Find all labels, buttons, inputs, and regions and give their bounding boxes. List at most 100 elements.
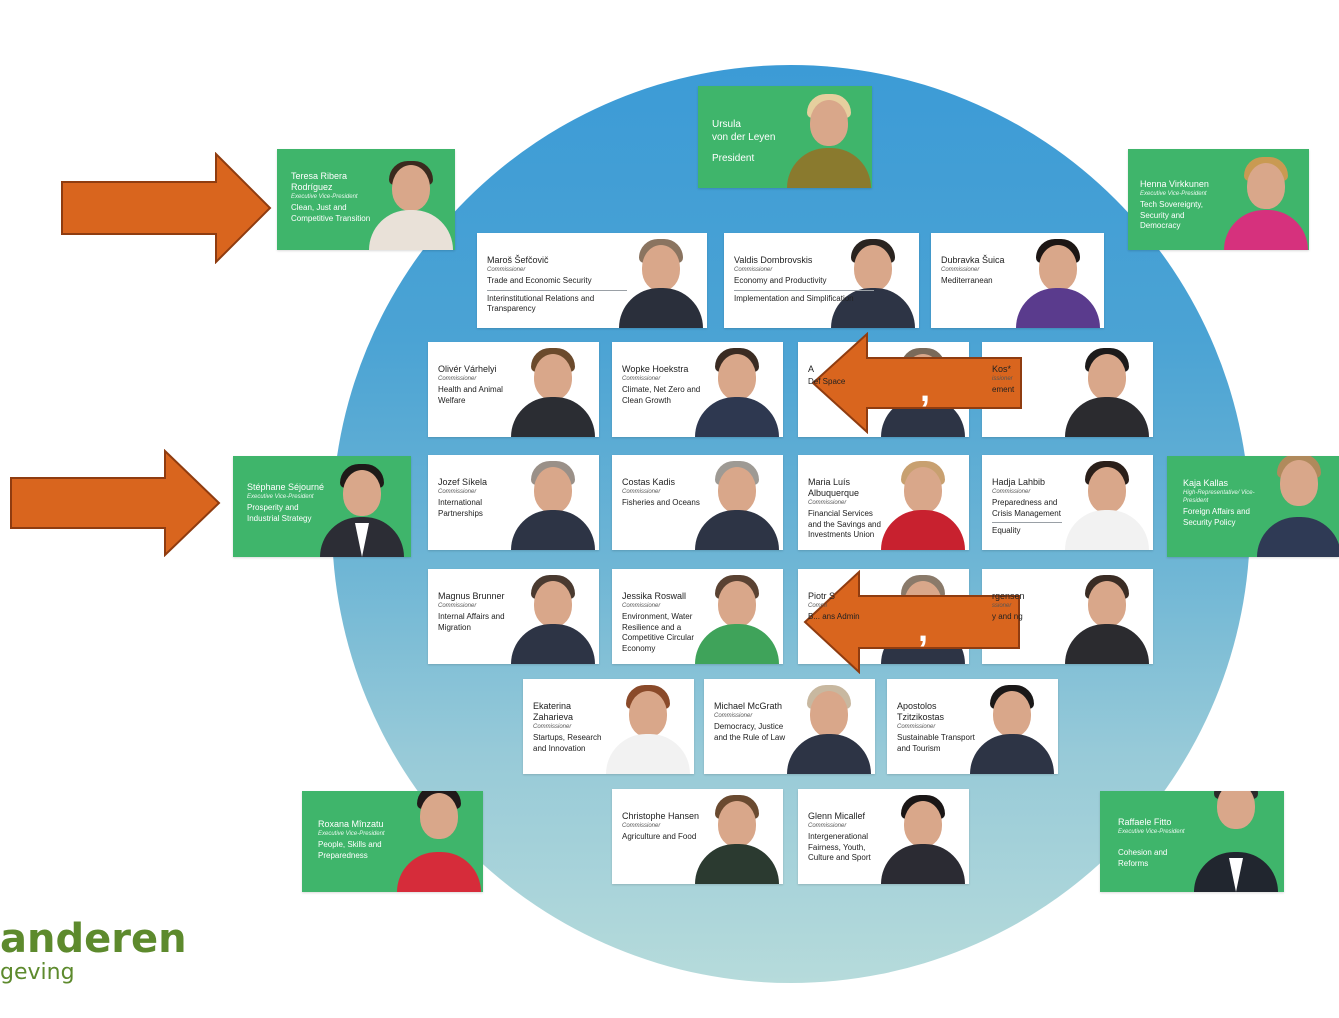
commissioner-portfolio: B... ans Admin — [808, 612, 860, 621]
evp-role: Executive Vice-President — [318, 831, 385, 837]
commissioner-portfolio: ement — [992, 385, 1015, 394]
card-evp-sejourne: Stéphane Séjourné Executive Vice-Preside… — [233, 456, 411, 557]
commissioner-portfolio: Intergenerational Fairness, Youth, Cultu… — [808, 832, 871, 862]
commissioner-role: issioner — [992, 376, 1013, 382]
commissioner-role: Commissioner — [533, 724, 572, 730]
evp-name: Stéphane Séjourné — [247, 482, 325, 492]
evp-portfolio: Prosperity and Industrial Strategy — [247, 503, 312, 523]
commissioner-photo — [1016, 233, 1100, 328]
evp-photo — [1188, 791, 1284, 892]
commissioner-photo — [619, 233, 703, 328]
commissioner-portfolio: Internal Affairs and Migration — [438, 612, 505, 632]
commissioner-portfolio: Fisheries and Oceans — [622, 498, 700, 507]
commissioner-role: Commissioner — [808, 823, 847, 829]
commissioner-portfolio: Environment, Water Resilience and a Comp… — [622, 612, 695, 653]
commissioner-role: Commissioner — [734, 267, 773, 273]
commissioner-name: Olivér Várhelyi — [438, 364, 497, 374]
commissioner-photo — [1065, 342, 1149, 437]
commissioner-role: Commissioner — [487, 267, 526, 273]
commissioner-role: Commissioner — [897, 724, 936, 730]
president-role: President — [712, 153, 755, 164]
commissioner-role: Commissioner — [622, 376, 661, 382]
commissioner-photo — [511, 569, 595, 664]
evp-portfolio: Tech Sovereignty, Security and Democracy — [1140, 200, 1203, 230]
commissioner-photo — [1065, 455, 1149, 550]
commissioner-portfolio: Climate, Net Zero and Clean Growth — [622, 385, 701, 405]
commissioner-portfolio-secondary: Interinstitutional Relations and Transpa… — [487, 293, 595, 314]
commissioner-name: Valdis Dombrovskis — [734, 255, 813, 265]
card-evp-minzatu: Roxana Mînzatu Executive Vice-President … — [302, 791, 483, 892]
commissioner-photo — [695, 455, 779, 550]
commissioner-name: Glenn Micallef — [808, 811, 866, 821]
evp-portfolio: People, Skills and Preparedness — [318, 840, 382, 860]
commissioner-name: Maroš Šefčovič — [487, 255, 549, 265]
evp-portfolio: Cohesion and Reforms — [1118, 848, 1168, 868]
arrow-right-sejourne — [10, 449, 221, 557]
portfolio-divider — [487, 289, 627, 291]
commissioner-photo — [695, 569, 779, 664]
commissioner-name: Jozef Síkela — [438, 477, 488, 487]
commissioner-photo — [831, 233, 915, 328]
commissioner-name: Kos* — [992, 364, 1012, 374]
commissioner-role: ssioner — [992, 603, 1012, 609]
evp-photo — [1257, 456, 1339, 557]
commissioner-name: Michael McGrath — [714, 701, 783, 711]
commissioner-role: Commissioner — [992, 489, 1031, 495]
commissioner-name: Piotr S — [808, 591, 836, 601]
evp-name: Raffaele Fitto — [1118, 817, 1172, 827]
evp-photo — [397, 791, 481, 892]
evp-photo — [369, 149, 453, 250]
commissioner-name: Costas Kadis — [622, 477, 676, 487]
evp-photo — [317, 456, 407, 557]
commissioner-photo — [511, 342, 595, 437]
commissioner-name: Wopke Hoekstra — [622, 364, 689, 374]
evp-name: Teresa Ribera Rodríguez — [291, 171, 348, 192]
president-photo — [787, 86, 871, 188]
commissioner-name: Christophe Hansen — [622, 811, 700, 821]
commissioner-role: Commissioner — [808, 500, 847, 506]
commissioner-role: Commissioner — [622, 603, 661, 609]
commissioner-role: Commi — [808, 603, 827, 609]
commissioner-role: Commissioner — [438, 376, 477, 382]
commissioner-portfolio: Trade and Economic Security — [487, 276, 592, 285]
president-name: Ursula von der Leyen — [712, 119, 776, 143]
card-hrvp-kallas: Kaja Kallas High-Representative/ Vice-Pr… — [1167, 456, 1339, 557]
arrow-left-row2 — [811, 332, 1022, 434]
card-evp-ribera: Teresa Ribera Rodríguez Executive Vice-P… — [277, 149, 455, 250]
commissioner-portfolio: Sustainable Transport and Tourism — [897, 733, 975, 753]
evp-name: Roxana Mînzatu — [318, 819, 384, 829]
commissioner-role: Commissioner — [622, 489, 661, 495]
card-evp-fitto: Raffaele Fitto Executive Vice-President … — [1100, 791, 1284, 892]
commissioner-portfolio: Preparedness and Crisis Management — [992, 498, 1061, 518]
commissioner-portfolio: International Partnerships — [438, 498, 483, 518]
evp-role: High-Representative/ Vice-President — [1183, 490, 1255, 504]
commissioner-portfolio: y and ng — [992, 612, 1023, 621]
commissioner-name: Ekaterina Zaharieva — [533, 701, 574, 722]
evp-role: Executive Vice-President — [247, 494, 314, 500]
commissioner-role: Commissioner — [714, 713, 753, 719]
commissioner-portfolio-secondary: Implementation and Simplification — [734, 293, 854, 303]
evp-name: Henna Virkkunen — [1140, 179, 1209, 189]
evp-name: Kaja Kallas — [1183, 478, 1229, 488]
commissioner-name: Jessika Roswall — [622, 591, 687, 601]
portfolio-divider — [992, 522, 1062, 523]
commissioner-photo — [695, 789, 779, 884]
vlaanderen-logo: anderen geving — [0, 917, 187, 985]
commissioner-portfolio: Health and Animal Welfare — [438, 385, 503, 405]
commissioner-portfolio: Startups, Research and Innovation — [533, 733, 602, 753]
card-president: Ursula von der Leyen President — [698, 86, 872, 188]
evp-photo — [1224, 149, 1308, 250]
commissioner-photo — [1065, 569, 1149, 664]
commissioner-portfolio: Financial Services and the Savings and I… — [808, 509, 881, 539]
commissioner-role: Commissioner — [438, 489, 477, 495]
commissioner-portfolio: Democracy, Justice and the Rule of Law — [714, 722, 786, 742]
commissioner-name: rgensen — [992, 591, 1025, 601]
